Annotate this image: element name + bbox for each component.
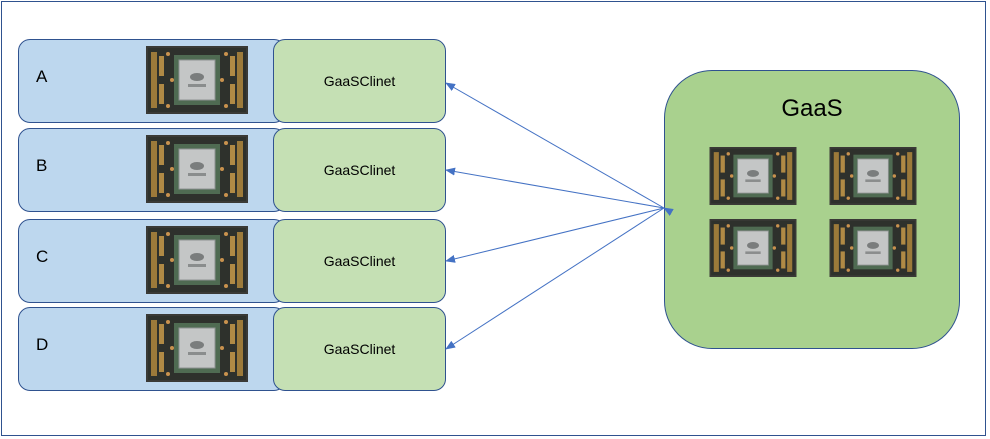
client-c: C GaaSClinet — [18, 219, 446, 303]
client-b: B GaaSClinet — [18, 128, 446, 212]
gaas-title: GaaS — [781, 95, 843, 122]
gaas-client-box: GaaSClinet — [273, 307, 446, 391]
gpu-board-icon — [146, 314, 248, 382]
gpu-board-icon — [146, 46, 248, 114]
gpu-board-icon — [822, 219, 924, 277]
gpu-board-icon — [146, 226, 248, 294]
client-letter: A — [36, 67, 48, 86]
gaas-client-box: GaaSClinet — [273, 128, 446, 212]
gaas-client-label: GaaSClinet — [323, 162, 396, 178]
client-letter: D — [36, 335, 49, 354]
gaas-client-label: GaaSClinet — [323, 341, 396, 357]
gpu-board-icon — [702, 147, 804, 205]
client-d: D GaaSClinet — [18, 307, 446, 391]
gpu-board-icon — [146, 135, 248, 203]
client-letter: C — [36, 247, 49, 266]
gaas-client-box: GaaSClinet — [273, 39, 446, 123]
gaas-server: GaaS — [664, 70, 960, 349]
gaas-client-box: GaaSClinet — [273, 219, 446, 303]
gaas-client-label: GaaSClinet — [323, 73, 396, 89]
gpu-board-icon — [702, 219, 804, 277]
client-letter: B — [36, 156, 48, 175]
gaas-client-label: GaaSClinet — [323, 253, 396, 269]
gpu-board-icon — [822, 147, 924, 205]
client-a: A GaaSClinet — [18, 39, 446, 123]
